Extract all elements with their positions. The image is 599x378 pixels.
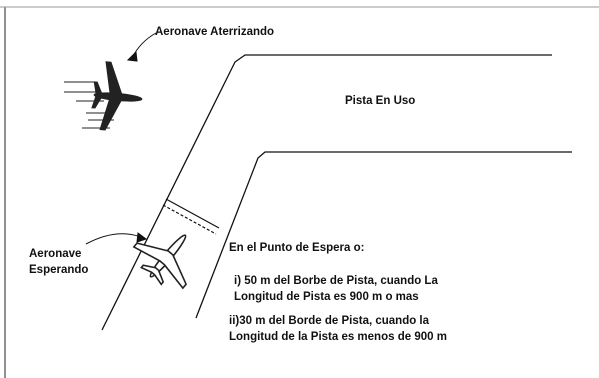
waiting-arrow [85,232,148,245]
rule-ii-line2: Longitud de la Pista es menos de 900 m [229,331,447,343]
holding-position-marking [162,198,220,235]
landing-aircraft-icon [91,61,143,131]
runway-edge-lower [195,151,572,319]
runway-in-use-label: Pista En Uso [345,95,416,107]
holding-aircraft-icon [132,234,188,290]
runway-edge-upper [101,54,552,331]
waiting-aircraft-label-line2: Esperando [29,264,89,276]
airplane-icon [132,234,188,290]
motion-lines [64,81,114,129]
rule-i-line1: i) 50 m del Borbe de Pista, cuando La [234,275,438,287]
rule-ii-line1: ii)30 m del Borde de Pista, cuando la [229,315,430,327]
airplane-icon [91,61,143,131]
rule-i-line2: Longitud de Pista es 900 m o mas [234,291,419,303]
runway-edges [101,54,572,331]
landing-arrow [126,32,157,62]
holding-point-title: En el Punto de Espera o: [229,242,365,254]
landing-aircraft-label: Aeronave Aterrizando [155,26,275,38]
waiting-aircraft-label-line1: Aeronave [29,248,82,260]
